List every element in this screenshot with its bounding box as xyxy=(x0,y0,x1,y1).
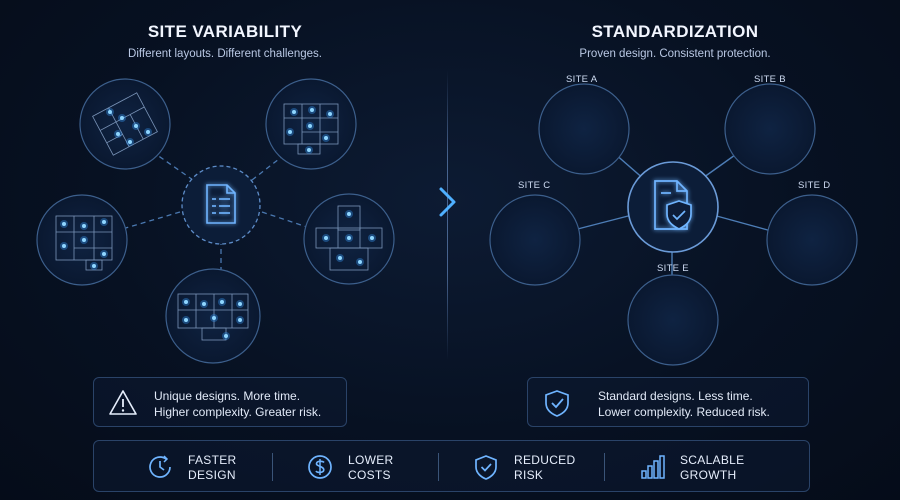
left-title: SITE VARIABILITY xyxy=(147,22,303,41)
bar-chart-icon xyxy=(641,455,665,479)
floorplan-circle-top-left xyxy=(79,78,171,170)
benefit-separator xyxy=(272,453,273,481)
floorplan-circle-bottom xyxy=(165,268,261,364)
benefit-line2: RISK xyxy=(514,468,544,482)
site-circle-c xyxy=(489,194,581,286)
site-circle-b xyxy=(724,83,816,175)
site-label-b: SITE B xyxy=(754,74,786,85)
right-summary-line2: Lower complexity. Reduced risk. xyxy=(598,405,770,419)
benefit-line1: REDUCED xyxy=(514,453,576,467)
floorplan-circle-mid-left xyxy=(36,194,128,286)
dollar-icon xyxy=(308,455,332,479)
site-label-c: SITE C xyxy=(518,180,551,191)
document-icon xyxy=(206,184,236,224)
site-circle-e xyxy=(627,274,719,366)
center-divider xyxy=(447,70,448,360)
right-subtitle: Proven design. Consistent protection. xyxy=(579,48,771,60)
right-summary-box: Standard designs. Less time. Lower compl… xyxy=(527,377,809,427)
right-title: STANDARDIZATION xyxy=(591,22,759,41)
floorplan-circle-top-right xyxy=(265,78,357,170)
benefit-scalable-growth: SCALABLE GROWTH xyxy=(600,441,770,493)
chevron-right-icon xyxy=(439,187,456,217)
benefit-line1: SCALABLE xyxy=(680,453,745,467)
shield-check-icon xyxy=(475,455,497,480)
benefit-line1: LOWER xyxy=(348,453,394,467)
warning-icon xyxy=(109,390,137,415)
left-summary-line2: Higher complexity. Greater risk. xyxy=(154,405,322,419)
benefit-separator xyxy=(604,453,605,481)
shield-document-icon xyxy=(654,180,692,230)
site-circle-d xyxy=(766,194,858,286)
left-center-node xyxy=(181,165,261,245)
site-circle-a xyxy=(538,83,630,175)
left-subtitle: Different layouts. Different challenges. xyxy=(128,48,322,60)
floorplan-circle-mid-right xyxy=(303,193,395,285)
site-label-e: SITE E xyxy=(657,263,689,274)
right-center-node xyxy=(627,161,719,253)
shield-check-icon xyxy=(545,390,569,417)
left-summary-box: Unique designs. More time. Higher comple… xyxy=(93,377,347,427)
left-summary-line1: Unique designs. More time. xyxy=(154,389,301,403)
benefit-line2: COSTS xyxy=(348,468,391,482)
site-label-d: SITE D xyxy=(798,180,831,191)
right-summary-line1: Standard designs. Less time. xyxy=(598,389,753,403)
benefit-reduced-risk: REDUCED RISK xyxy=(434,441,604,493)
benefit-line2: DESIGN xyxy=(188,468,236,482)
site-label-a: SITE A xyxy=(566,74,598,85)
clock-icon xyxy=(149,455,171,478)
benefit-line2: GROWTH xyxy=(680,468,737,482)
benefit-separator xyxy=(438,453,439,481)
benefit-lower-costs: LOWER COSTS xyxy=(268,441,438,493)
benefits-bar: FASTER DESIGN LOWER COSTS REDUCED RISK S… xyxy=(93,440,810,492)
benefit-line1: FASTER xyxy=(188,453,237,467)
network-diagram xyxy=(36,78,858,366)
benefit-faster-design: FASTER DESIGN xyxy=(108,441,278,493)
